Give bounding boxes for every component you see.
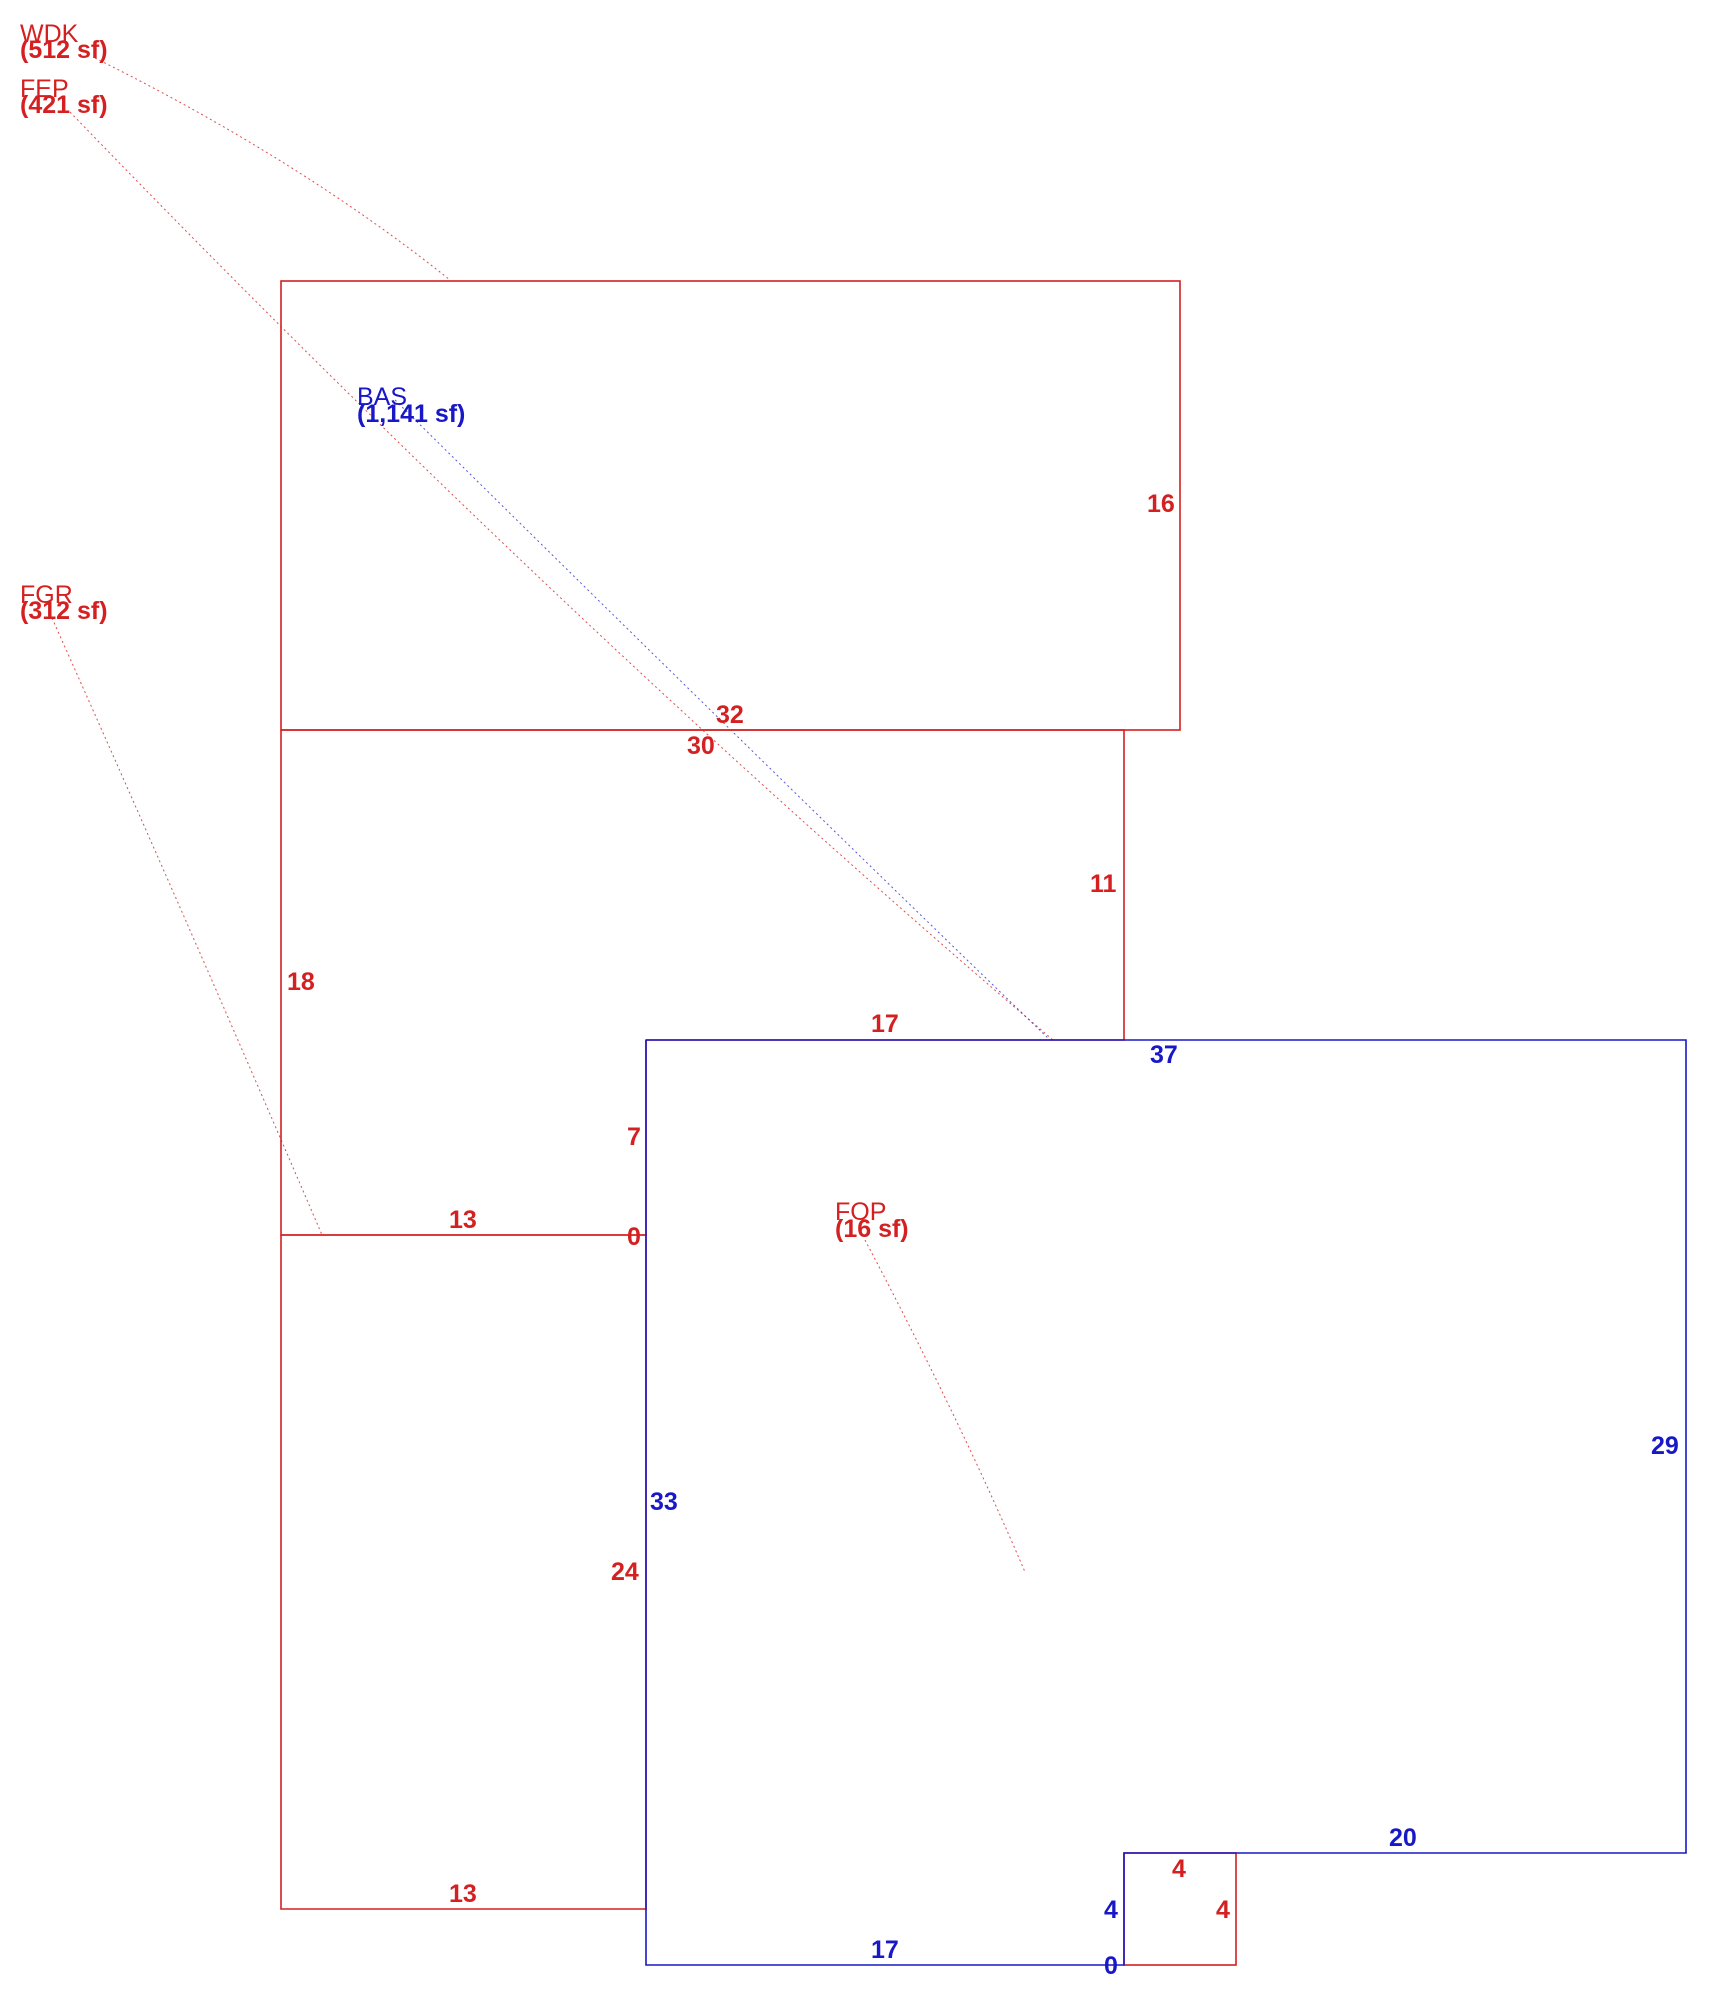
wdk-region (280, 280, 1181, 731)
wdk-leader-line (94, 57, 451, 281)
fep-region (280, 729, 1125, 1236)
fgr-leader-line (51, 617, 323, 1236)
dim-fep-bottom: 17 (871, 1010, 899, 1038)
dim-fep-top: 30 (687, 732, 715, 760)
dim-fep-right: 11 (1090, 870, 1117, 898)
dim-fop-top: 4 (1172, 1855, 1186, 1883)
dim-fep-left: 18 (287, 968, 315, 996)
bas-region (645, 1039, 1687, 1966)
dim-fgr-zero: 0 (627, 1223, 641, 1251)
fgr-label: FGR (20, 581, 73, 609)
dim-wdk-bottom: 32 (716, 701, 744, 729)
bas-label: BAS (357, 383, 407, 411)
fgr-region (280, 1234, 647, 1910)
dim-bas-zero: 0 (1104, 1952, 1118, 1980)
fop-label: FOP (835, 1198, 886, 1226)
dim-fop-right: 4 (1216, 1896, 1230, 1924)
dim-bas-right: 29 (1651, 1432, 1679, 1460)
dim-bas-bottom: 17 (871, 1936, 899, 1964)
dim-bas-left: 33 (650, 1488, 678, 1516)
dim-bas-step: 20 (1389, 1824, 1417, 1852)
dim-fgr-right: 24 (611, 1558, 639, 1586)
bas-sf-label: (1,141 sf) (357, 400, 465, 428)
fgr-sf-label: (312 sf) (20, 597, 108, 625)
dim-fgr-bottom: 13 (449, 1880, 477, 1908)
fop-leader-line (864, 1239, 1026, 1573)
dim-bas-top: 37 (1150, 1041, 1178, 1069)
fep-sf-label: (421 sf) (20, 91, 108, 119)
fop-sf-label: (16 sf) (835, 1215, 909, 1243)
wdk-sf-label: (512 sf) (20, 36, 108, 64)
dim-wdk-right: 16 (1147, 490, 1175, 518)
fep-label: FEP (20, 75, 69, 103)
dim-fep-inner: 7 (627, 1123, 641, 1151)
fep-leader-line (69, 111, 1054, 1041)
dim-bas-notch: 4 (1104, 1896, 1118, 1924)
wdk-label: WDK (20, 20, 79, 48)
dim-fgr-top: 13 (449, 1206, 477, 1234)
